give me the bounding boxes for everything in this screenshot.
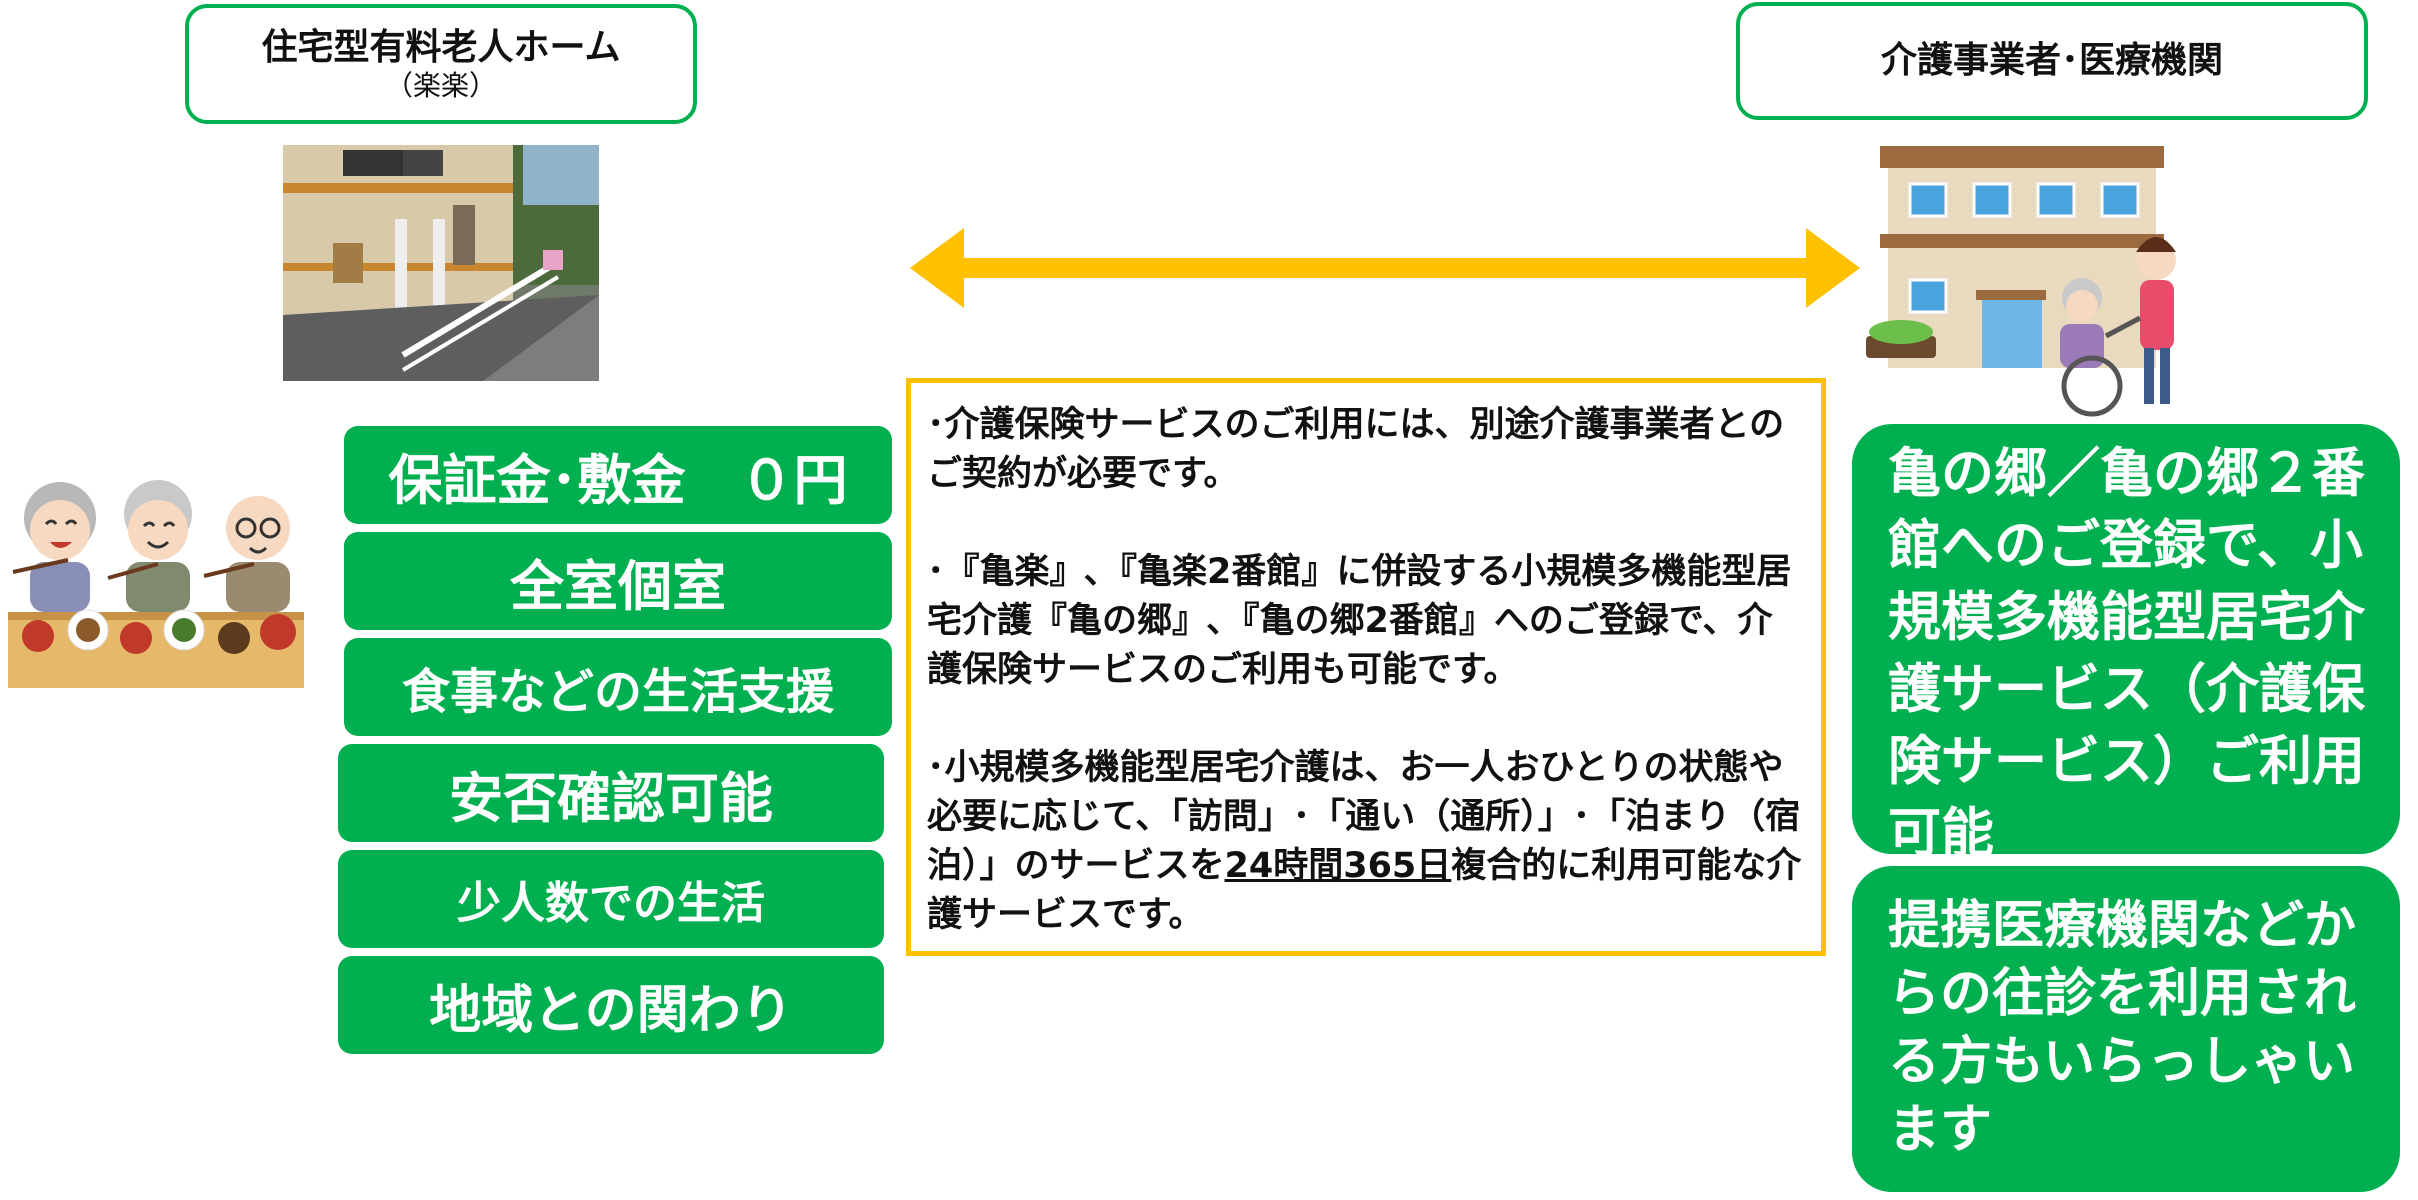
care-facility-illustration [1866, 146, 2176, 417]
facility-photo [283, 145, 599, 381]
feature-private-rooms: 全室個室 [344, 532, 892, 630]
double-arrow-icon [910, 228, 1860, 308]
info-paragraph-contract: ･介護保険サービスのご利用には、別途介護事業者とのご契約が必要です。 [927, 405, 1785, 494]
info-text-24h: 24時間365日 [1224, 846, 1452, 886]
care-service-info-box: ･介護保険サービスのご利用には、別途介護事業者とのご契約が必要です。 ･『亀楽』… [906, 378, 1826, 956]
info-text-services: ･小規模多機能型居宅介護は、お一人おひとりの状態や必要に応じて、「訪問」･「通い… [927, 748, 1801, 886]
facility-header: 住宅型有料老人ホーム （楽楽） [185, 4, 697, 124]
info-paragraph-registration: ･『亀楽』､『亀楽2番館』に併設する小規模多機能型居宅介護『亀の郷』､『亀の郷2… [927, 552, 1792, 690]
feature-deposit-free: 保証金･敷金 ０円 [344, 426, 892, 524]
provider-title: 介護事業者･医療機関 [1880, 40, 2223, 81]
facility-subtitle: （楽楽） [384, 69, 497, 102]
registration-service-box: 亀の郷／亀の郷２番館へのご登録で、小規模多機能型居宅介護サービス（介護保険サービ… [1852, 424, 2400, 864]
feature-small-group-living: 少人数での生活 [338, 850, 884, 948]
home-visit-box: 提携医療機関などからの往診を利用される方もいらっしゃいます [1852, 866, 2400, 1192]
info-paragraph-multifunction: ･小規模多機能型居宅介護は、お一人おひとりの状態や必要に応じて、「訪問」･「通い… [927, 744, 1803, 940]
info-text-composite: 複合的に利用可能な介護サービスです。 [927, 846, 1802, 935]
feature-safety-check: 安否確認可能 [338, 744, 884, 842]
seniors-dining-illustration [8, 480, 304, 688]
facility-title: 住宅型有料老人ホーム [261, 27, 621, 68]
provider-header: 介護事業者･医療機関 [1736, 2, 2368, 120]
feature-meal-support: 食事などの生活支援 [344, 638, 892, 736]
feature-community-ties: 地域との関わり [338, 956, 884, 1054]
